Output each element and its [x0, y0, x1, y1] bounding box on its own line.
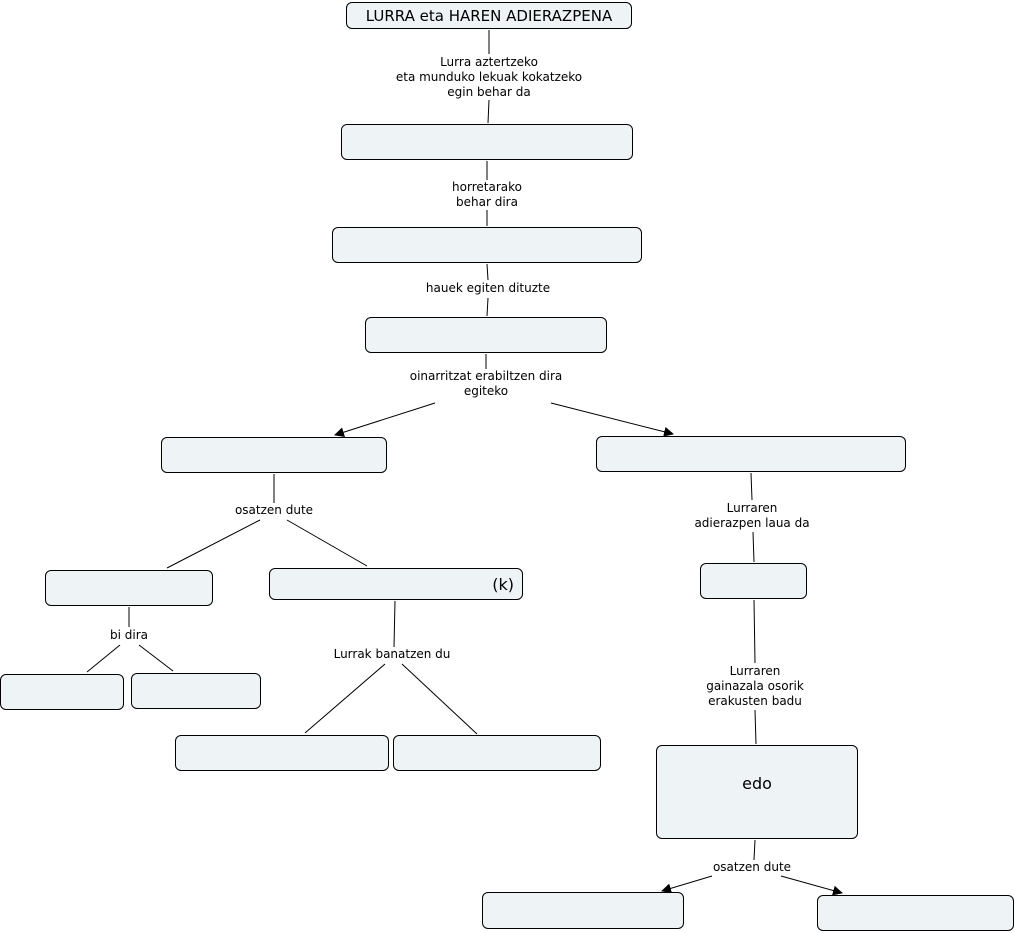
link-label-1: Lurra aztertzeko eta munduko lekuak koka…	[393, 55, 585, 100]
concept-left-a1[interactable]	[0, 674, 124, 710]
link-label-10: osatzen dute	[710, 860, 794, 875]
link-label-7: Lurrak banatzen du	[331, 647, 453, 662]
link-label-6: bi dira	[107, 628, 151, 643]
link-label-2: horretarako behar dira	[450, 180, 524, 210]
link-label-9: Lurraren gainazala osorik erakusten badu	[704, 664, 806, 709]
link-label-4: oinarritzat erabiltzen dira egiteko	[407, 369, 565, 399]
concept-title[interactable]: LURRA eta HAREN ADIERAZPENA	[346, 2, 632, 29]
concept-left-b1[interactable]	[175, 735, 389, 771]
concept-right-out-1[interactable]	[482, 892, 684, 929]
concept-left-b[interactable]: (k)	[269, 568, 523, 600]
concept-right-edo[interactable]: edo	[656, 745, 858, 839]
concept-empty-2[interactable]	[332, 227, 642, 263]
concept-left-branch[interactable]	[161, 437, 387, 473]
concept-left-b2[interactable]	[393, 735, 601, 771]
concept-empty-3[interactable]	[365, 317, 607, 353]
concept-left-a[interactable]	[45, 570, 213, 606]
link-label-3: hauek egiten dituzte	[423, 281, 553, 296]
concept-right-flat[interactable]	[700, 563, 807, 599]
link-label-8: Lurraren adierazpen laua da	[692, 501, 812, 531]
concept-left-a2[interactable]	[131, 673, 261, 709]
concept-right-out-2[interactable]	[817, 895, 1014, 931]
link-label-5: osatzen dute	[232, 503, 316, 518]
concept-empty-1[interactable]	[341, 124, 633, 160]
concept-right-branch[interactable]	[596, 436, 906, 472]
